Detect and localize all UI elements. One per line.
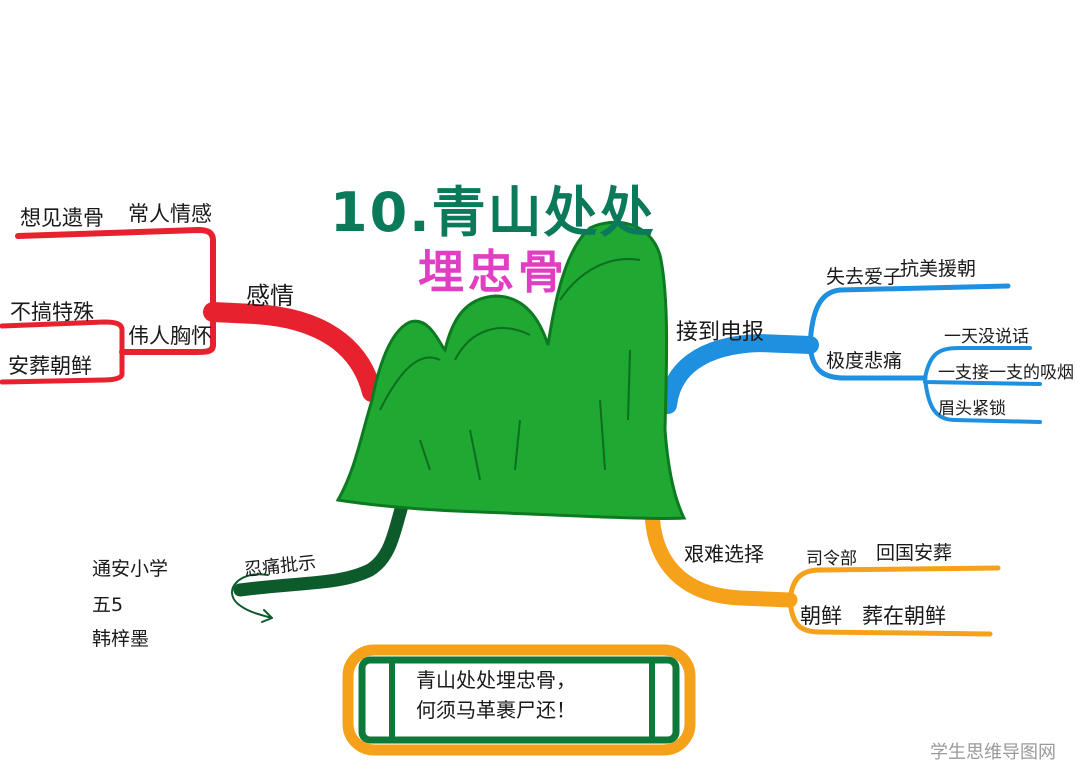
telegram-leaf-1 bbox=[923, 346, 1032, 380]
choice-branch-lines bbox=[644, 500, 1001, 637]
choice-lower-line bbox=[787, 597, 993, 637]
mountain-hatching bbox=[419, 349, 631, 481]
emotion-item-2: 常人情感 bbox=[128, 202, 212, 226]
map-title: 10.青山处处 bbox=[330, 181, 656, 244]
telegram-item-3: 极度悲痛 bbox=[826, 350, 903, 372]
emotion-leaf-bottom bbox=[0, 349, 125, 385]
author-name: 韩梓墨 bbox=[92, 628, 150, 650]
poem-frame bbox=[342, 644, 696, 756]
telegram-item-4: 一天没说话 bbox=[944, 327, 1029, 347]
poem-frame-outer bbox=[342, 644, 696, 756]
telegram-leaf-3 bbox=[923, 376, 1042, 424]
watermark-text: 学生思维导图网 bbox=[930, 742, 1056, 763]
pain-branch-lines bbox=[231, 481, 415, 623]
emotion-branch-label: 感情 bbox=[246, 282, 294, 310]
choice-item-4: 葬在朝鲜 bbox=[862, 604, 946, 628]
poem-frame-inner bbox=[358, 656, 680, 744]
emotion-item-5: 安葬朝鲜 bbox=[8, 354, 92, 378]
choice-main-stroke bbox=[644, 500, 798, 608]
telegram-item-5: 一支接一支的吸烟 bbox=[938, 363, 1074, 383]
choice-item-1: 司令部 bbox=[806, 549, 857, 569]
emotion-upper-line bbox=[15, 227, 216, 315]
choice-upper-line bbox=[787, 565, 1001, 603]
telegram-lower-line bbox=[807, 342, 928, 381]
emotion-branch-lines bbox=[0, 227, 382, 402]
choice-item-3: 朝鲜 bbox=[800, 604, 842, 628]
emotion-main-stroke bbox=[203, 302, 382, 402]
emotion-item-4: 伟人胸怀 bbox=[128, 324, 212, 348]
author-school: 通安小学 bbox=[92, 558, 169, 580]
poem-line-1: 青山处处埋忠骨， bbox=[416, 668, 576, 692]
map-subtitle: 埋忠骨 bbox=[418, 245, 568, 299]
telegram-upper-line bbox=[807, 283, 1011, 348]
telegram-item-6: 眉头紧锁 bbox=[938, 399, 1006, 419]
telegram-item-2: 抗美援朝 bbox=[900, 258, 977, 280]
emotion-item-1: 想见遗骨 bbox=[20, 206, 104, 230]
author-class: 五5 bbox=[92, 594, 124, 616]
emotion-leaf-top bbox=[0, 319, 125, 355]
poem-line-2: 何须马革裹尸还！ bbox=[416, 698, 576, 722]
pain-arrow bbox=[231, 573, 273, 623]
mountains-shape bbox=[335, 220, 687, 520]
telegram-branch-label: 接到电报 bbox=[676, 320, 765, 345]
emotion-lower-line bbox=[119, 309, 216, 355]
choice-branch-label: 艰难选择 bbox=[684, 542, 764, 566]
choice-item-2: 回国安葬 bbox=[876, 542, 953, 564]
pain-main-stroke bbox=[233, 481, 415, 597]
telegram-main-stroke bbox=[659, 334, 819, 414]
mountains-drawing bbox=[335, 220, 687, 520]
telegram-item-1: 失去爱子 bbox=[826, 266, 903, 288]
emotion-item-3: 不搞特殊 bbox=[10, 300, 94, 324]
mountain-ridges bbox=[379, 258, 641, 411]
telegram-branch-lines bbox=[659, 283, 1042, 424]
